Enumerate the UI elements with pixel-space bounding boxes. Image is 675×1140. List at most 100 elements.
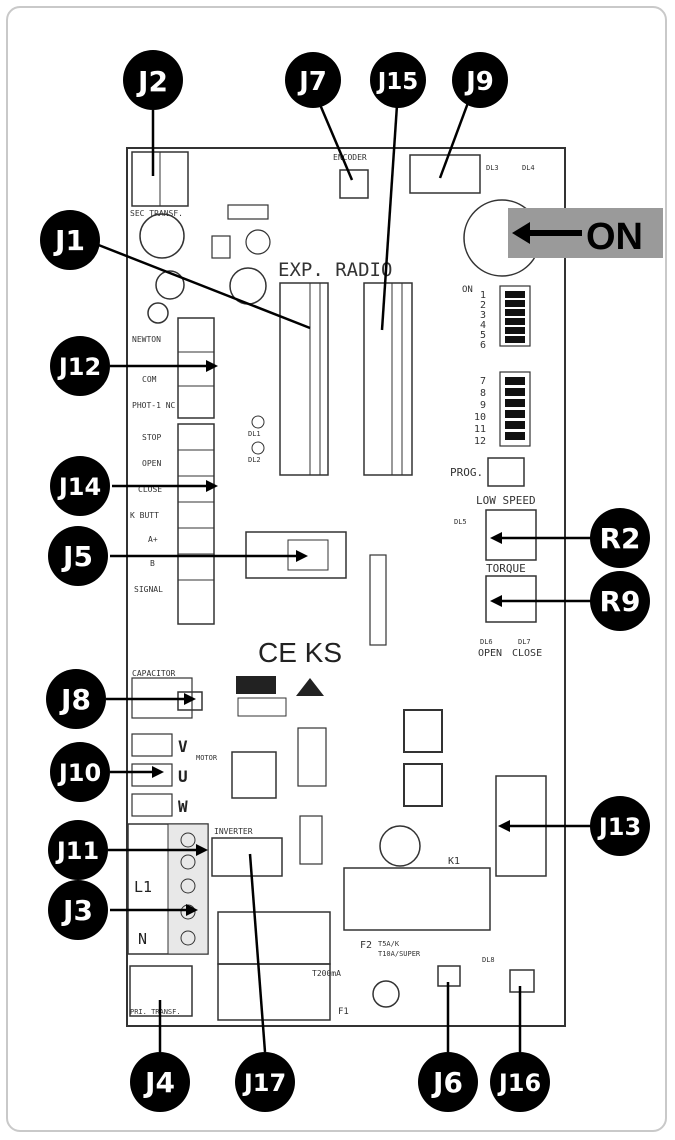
- trimmer-screw: [245, 229, 271, 255]
- motor-label: MOTOR: [196, 754, 218, 762]
- callout-j11-label: J11: [55, 837, 99, 865]
- callout-j9-label: J9: [464, 67, 494, 97]
- terminal-label: OPEN: [142, 459, 161, 468]
- esd-warning-icon: [296, 678, 324, 696]
- capacitor-large: [139, 213, 185, 259]
- dip-number: 11: [474, 424, 486, 435]
- callout-j3-label: J3: [61, 894, 93, 927]
- terminal-label: SIGNAL: [134, 585, 163, 594]
- callout-j1: J1: [40, 210, 100, 270]
- component: [237, 697, 287, 717]
- exp-radio-label: EXP. RADIO: [278, 259, 392, 281]
- dl3-label: DL3: [486, 164, 499, 172]
- ce-ks-mark: CE KS: [258, 637, 342, 668]
- callout-r9: R9: [590, 571, 650, 631]
- callout-j4-label: J4: [143, 1066, 175, 1099]
- mounting-screw: [372, 980, 400, 1008]
- low-speed-label: LOW SPEED: [476, 494, 536, 507]
- callout-j13-label: J13: [597, 813, 641, 841]
- terminal-label: K BUTT: [130, 511, 159, 520]
- dip-number: 2: [480, 300, 486, 311]
- component: [297, 727, 327, 787]
- callout-j8-label: J8: [59, 683, 91, 716]
- dip-number: 10: [474, 412, 486, 423]
- motor-relay: [231, 751, 277, 799]
- callout-j17: J17: [235, 1052, 295, 1112]
- terminal-label: A+: [148, 535, 158, 544]
- callout-r2: R2: [590, 508, 650, 568]
- component: [211, 235, 231, 259]
- callout-j6: J6: [418, 1052, 478, 1112]
- sec-transf-label: SEC TRANSF.: [130, 209, 183, 218]
- callout-j10-label: J10: [57, 759, 101, 787]
- callout-j5: J5: [48, 526, 108, 586]
- callout-j6-label: J6: [431, 1066, 463, 1099]
- dip-number: 4: [480, 320, 486, 331]
- close-label: CLOSE: [512, 648, 542, 659]
- triac: [403, 709, 443, 753]
- dip-number: 5: [480, 330, 486, 341]
- callout-j14: J14: [50, 456, 110, 516]
- callout-j2: J2: [123, 50, 183, 110]
- callout-j13: J13: [590, 796, 650, 856]
- k1-relay: [343, 867, 491, 931]
- leader-lines: [95, 87, 592, 1053]
- callout-j8: J8: [46, 669, 106, 729]
- r2-trimmer: [485, 509, 537, 561]
- callout-j17-label: J17: [242, 1069, 286, 1097]
- f2-label: F2: [360, 940, 372, 951]
- callout-r9-label: R9: [599, 585, 640, 618]
- dl4-label: DL4: [522, 164, 535, 172]
- triac: [403, 763, 443, 807]
- dip-number: 6: [480, 340, 486, 351]
- relay-strip: [369, 554, 387, 646]
- j16-connector: [509, 969, 535, 993]
- dl6-label: DL6: [480, 638, 493, 646]
- on-arrow-icon: [512, 222, 530, 244]
- terminal-label: PHOT-1 NC: [132, 401, 176, 410]
- capacitor-label: CAPACITOR: [132, 669, 176, 678]
- dl8-label: DL8: [482, 956, 495, 964]
- f1-label: F1: [338, 1007, 349, 1017]
- callout-j5-label: J5: [61, 540, 93, 573]
- j3-mains-terminal: [127, 823, 209, 955]
- callout-j9: J9: [452, 52, 508, 108]
- pri-transf-label: PRI. TRANSF.: [130, 1008, 181, 1016]
- capacitor: [379, 825, 421, 867]
- dl1-label: DL1: [248, 430, 261, 438]
- terminal-label: NEWTON: [132, 335, 161, 344]
- callout-j14-label: J14: [57, 473, 101, 501]
- dl2-led: [251, 441, 265, 455]
- callout-j16: J16: [490, 1052, 550, 1112]
- fuse-rating-label: T200mA: [312, 969, 341, 978]
- k1-label: K1: [448, 856, 460, 867]
- mains-label: N: [138, 930, 147, 948]
- fuse-f1: [217, 963, 331, 1021]
- terminal-label: B: [150, 559, 155, 568]
- r9-trimmer: [485, 575, 537, 623]
- terminal-label: COM: [142, 375, 157, 384]
- callout-j2-label: J2: [136, 65, 168, 98]
- callout-j12-label: J12: [57, 353, 101, 381]
- terminal-label: CLOSE: [138, 485, 162, 494]
- open-label: OPEN: [478, 648, 502, 659]
- prog-button: [487, 457, 525, 487]
- inverter-label: INVERTER: [214, 827, 253, 836]
- t5a-label: T5A/K: [378, 940, 400, 948]
- capacitor-small: [155, 270, 185, 300]
- dip-number: 7: [480, 376, 486, 387]
- dip-on-label: ON: [462, 285, 473, 295]
- dip-switch-bank-1: [499, 285, 531, 347]
- dl7-label: DL7: [518, 638, 531, 646]
- t10a-label: T10A/SUPER: [378, 950, 421, 958]
- callout-j4: J4: [130, 1052, 190, 1112]
- hazard-stripes-icon: [236, 676, 276, 694]
- torque-label: TORQUE: [486, 562, 526, 575]
- dip-number: 9: [480, 400, 486, 411]
- mains-label: L1: [134, 878, 152, 896]
- component: [299, 815, 323, 865]
- dl2-label: DL2: [248, 456, 261, 464]
- phase-label: U: [178, 767, 188, 786]
- j15-slot: [363, 282, 413, 476]
- callout-j7: J7: [285, 52, 341, 108]
